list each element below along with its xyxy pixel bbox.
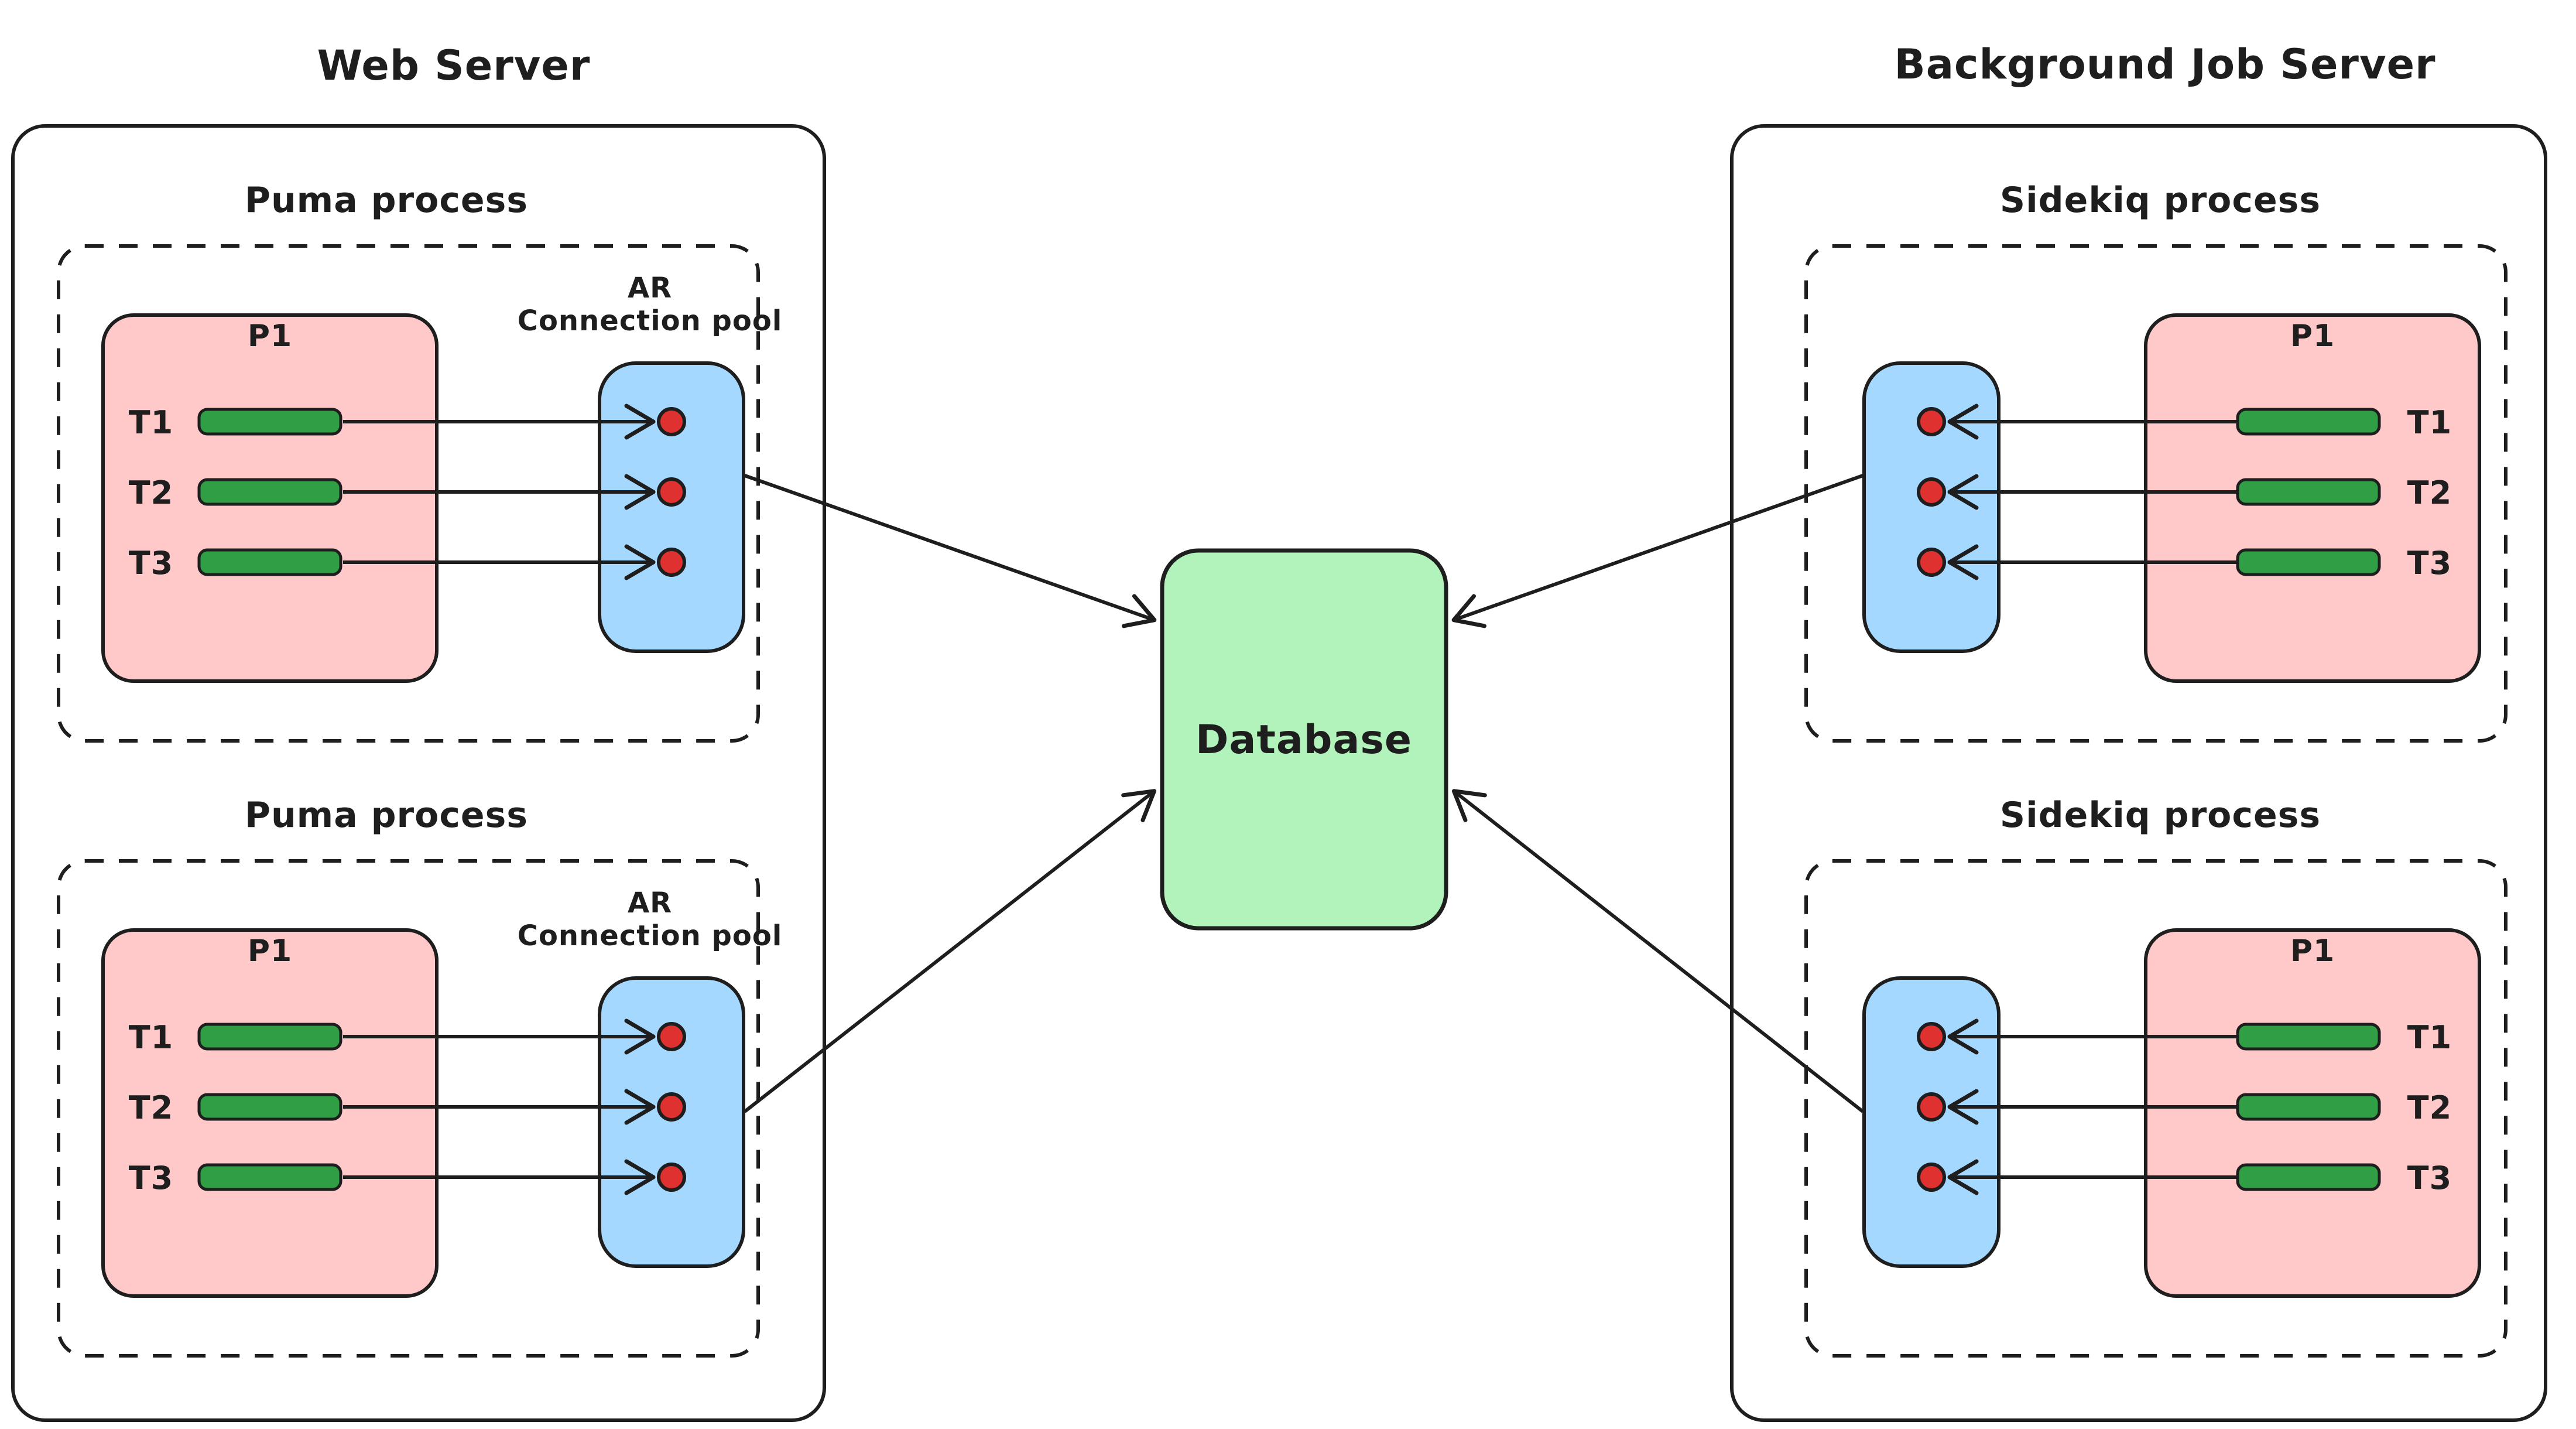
thread-label-t2: T2 xyxy=(2407,474,2452,511)
connection-dot xyxy=(657,477,686,507)
arrow-pool-to-database-top-left xyxy=(744,474,1157,628)
thread-label-t1: T1 xyxy=(128,1019,174,1056)
thread-bar-t2 xyxy=(2236,478,2381,506)
ar-pool-label-line2-bottom: Connection pool xyxy=(517,919,783,952)
background-job-server-container xyxy=(1730,124,2547,1422)
thread-label-t1: T1 xyxy=(2407,404,2452,441)
connection-dot xyxy=(1917,407,1946,436)
connection-dot xyxy=(657,1163,686,1192)
connection-dot xyxy=(1917,1092,1946,1122)
p1-label: P1 xyxy=(247,934,293,969)
sidekiq-process-heading-bottom: Sidekiq process xyxy=(1999,795,2321,836)
web-server-container xyxy=(11,124,826,1422)
p1-label: P1 xyxy=(2290,934,2335,969)
connection-pool-sidekiq-bottom xyxy=(1862,976,2000,1268)
ar-pool-label-line2-top: Connection pool xyxy=(517,305,783,337)
ar-pool-label-line1-bottom: AR xyxy=(627,887,673,919)
sidekiq-process-bottom-dashed-box xyxy=(1804,859,2508,1358)
database-label: Database xyxy=(1195,717,1412,763)
arrow-pool-to-database-bottom-right xyxy=(1451,789,1864,1113)
database-box xyxy=(1160,548,1448,931)
puma-process-bottom-dashed-box xyxy=(57,859,760,1358)
thread-bar-t3 xyxy=(197,548,342,576)
thread-bar-t1 xyxy=(2236,1023,2381,1051)
thread-bar-t2 xyxy=(197,1093,342,1121)
thread-bar-t3 xyxy=(2236,1163,2381,1191)
puma-process-top-dashed-box xyxy=(57,244,760,743)
ar-pool-label-line1-top: AR xyxy=(627,272,673,305)
background-job-server-title: Background Job Server xyxy=(1894,40,2436,88)
ar-connection-pool-puma-bottom xyxy=(598,976,745,1268)
connection-dot xyxy=(1917,1022,1946,1051)
p1-label: P1 xyxy=(2290,319,2335,354)
thread-label-t3: T3 xyxy=(2407,1160,2452,1196)
thread-label-t1: T1 xyxy=(128,404,174,441)
thread-label-t3: T3 xyxy=(128,1160,174,1196)
arrow-pool-to-database-bottom-left xyxy=(744,789,1157,1113)
connection-dot xyxy=(657,1022,686,1051)
thread-label-t2: T2 xyxy=(128,474,174,511)
thread-label-t1: T1 xyxy=(2407,1019,2452,1056)
thread-label-t2: T2 xyxy=(2407,1089,2452,1126)
thread-bar-t1 xyxy=(197,1023,342,1051)
connection-dot xyxy=(657,1092,686,1122)
connection-dot xyxy=(657,548,686,577)
connection-dot xyxy=(1917,477,1946,507)
connection-dot xyxy=(1917,548,1946,577)
ar-connection-pool-puma-top xyxy=(598,361,745,653)
thread-label-t3: T3 xyxy=(2407,545,2452,582)
thread-bar-t3 xyxy=(2236,548,2381,576)
puma-process-heading-top: Puma process xyxy=(244,180,529,221)
thread-bar-t2 xyxy=(197,478,342,506)
thread-bar-t1 xyxy=(197,408,342,436)
thread-bar-t2 xyxy=(2236,1093,2381,1121)
thread-bar-t1 xyxy=(2236,408,2381,436)
arrow-pool-to-database-top-right xyxy=(1451,474,1864,628)
connection-dot xyxy=(657,407,686,436)
thread-bar-t3 xyxy=(197,1163,342,1191)
thread-label-t3: T3 xyxy=(128,545,174,582)
connection-dot xyxy=(1917,1163,1946,1192)
web-server-title: Web Server xyxy=(317,42,591,90)
connection-pool-sidekiq-top xyxy=(1862,361,2000,653)
p1-label: P1 xyxy=(247,319,293,354)
sidekiq-process-top-dashed-box xyxy=(1804,244,2508,743)
sidekiq-process-heading-top: Sidekiq process xyxy=(1999,180,2321,221)
thread-label-t2: T2 xyxy=(128,1089,174,1126)
puma-process-heading-bottom: Puma process xyxy=(244,795,529,836)
